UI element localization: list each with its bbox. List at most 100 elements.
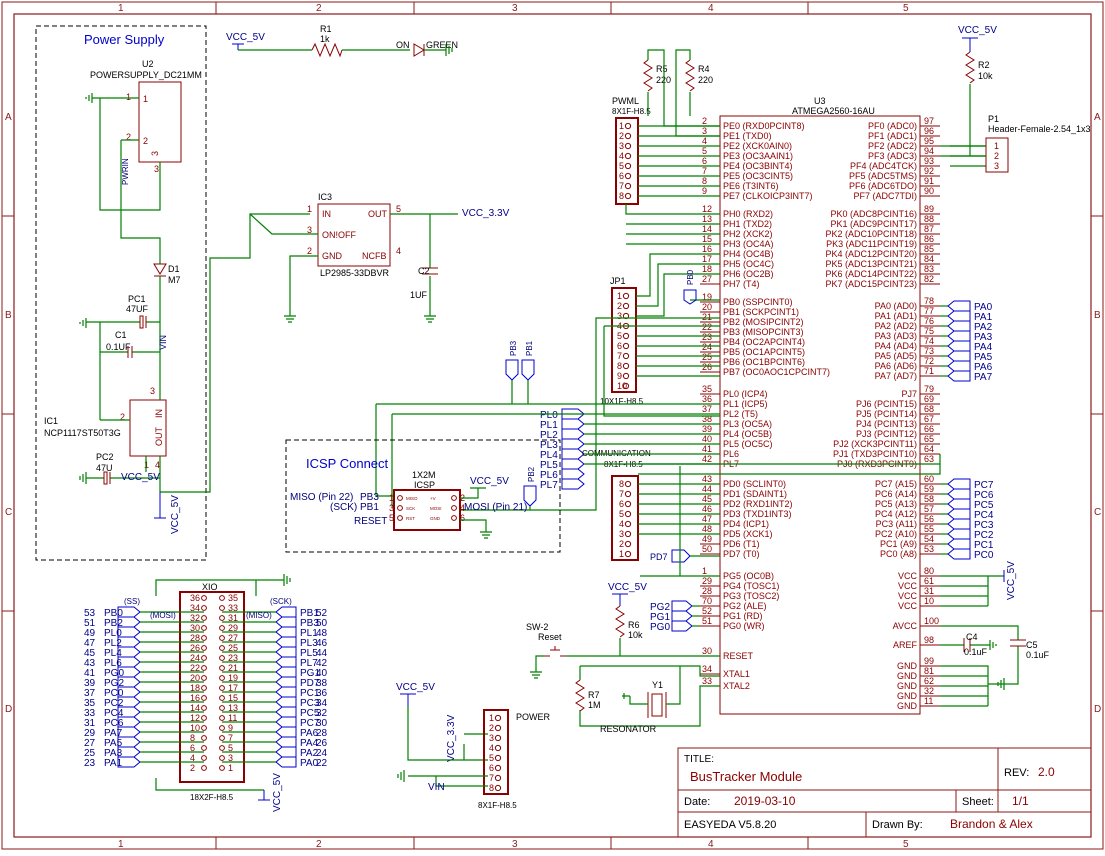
xio-pad-right <box>219 605 225 611</box>
xio-right-num: 38 <box>316 678 328 689</box>
xio-right-sig: PB3 <box>300 618 319 629</box>
u3-left-pin-name: PL4 (OC5B) <box>723 429 772 439</box>
xio-right-flag <box>275 676 297 688</box>
jp1-pin-num: 10 <box>617 381 627 391</box>
xio-right-num: 52 <box>316 608 328 619</box>
u3-right-pin-name: PC0 (A8) <box>880 549 917 559</box>
u3-right-pin-name: PK6 (ADC14PCINT22) <box>825 269 917 279</box>
u3-left-pin-num: 21 <box>702 312 712 322</box>
u3-right-pin-num: 94 <box>924 146 934 156</box>
c1-val: 0.1UF <box>106 342 131 352</box>
led-green-label: GREEN <box>426 40 458 50</box>
xio-pad-left <box>201 605 207 611</box>
pwrhdr-pin-num: 4 <box>489 743 494 753</box>
pl-flag-shape <box>561 458 585 470</box>
xio-right-num: 36 <box>316 688 328 699</box>
u3-left-pin-name: PE6 (T3INT6) <box>723 181 779 191</box>
comm-pin-pad <box>624 500 632 508</box>
xio-right-num: 28 <box>316 728 328 739</box>
u3-right-pin-name: PA2 (AD2) <box>875 321 917 331</box>
xio-left-flag <box>117 636 141 648</box>
u3-right-pin-num: 31 <box>924 586 934 596</box>
u3-right-pin-num: 86 <box>924 234 934 244</box>
pa-flag-shape <box>947 350 971 362</box>
xio-pin-left: 18 <box>190 683 200 693</box>
u3-right-pin-num: 68 <box>924 404 934 414</box>
u3-wires <box>584 125 986 577</box>
pl-flag-label: PL0 <box>540 410 558 421</box>
u3-left-pin-name: PH6 (OC2B) <box>723 269 774 279</box>
u3-right-pin-num: 32 <box>924 686 934 696</box>
ic3-pin2: 2 <box>307 246 312 256</box>
comm-pin-pad <box>624 550 632 558</box>
grid-col-3: 3 <box>512 3 518 14</box>
xio-right-num: 44 <box>316 648 328 659</box>
u3-right-pin-name: PK4 (ADC12PCINT20) <box>825 249 917 259</box>
xio-pin-right: 5 <box>228 743 233 753</box>
u3-right-pin-name: PF5 (ADC5TMS) <box>849 171 917 181</box>
pl-flag-label: PL7 <box>540 480 558 491</box>
r5-ref: R5 <box>656 64 668 74</box>
comm-pin-num: 5 <box>619 509 624 519</box>
ic3-pin4: 4 <box>396 246 401 256</box>
u3-right-pin-num: 87 <box>924 224 934 234</box>
comm-pin-pad <box>624 520 632 528</box>
xio-right-num: 34 <box>316 698 328 709</box>
comm-pin-pad <box>624 530 632 538</box>
pwrhdr-pin-pad <box>494 744 502 752</box>
icsp-pb1: PB1 <box>360 502 379 513</box>
xio-pin-left: 36 <box>190 593 200 603</box>
pa-flag-shape <box>947 310 971 322</box>
xio-right-num: 42 <box>316 658 328 669</box>
ic3-pin1: 1 <box>307 204 312 214</box>
u3-right-pin-num: 10 <box>924 596 934 606</box>
ic1-body <box>129 399 167 457</box>
u3-right-pin-num: 99 <box>924 656 934 666</box>
jp1-pin-num: 7 <box>617 351 622 361</box>
xio-left-num: 37 <box>84 688 96 699</box>
u3-left-pin-name: PG0 (WR) <box>723 621 765 631</box>
xio-left-sig: PC2 <box>104 698 124 709</box>
jp1-pin-pad <box>622 292 630 300</box>
xio-right-sig: PG1 <box>300 668 320 679</box>
p1-val: Header-Female-2.54_1x3 <box>988 124 1091 134</box>
u3-right-pin-name: PJ3 (PCINT12) <box>856 429 917 439</box>
xio-pad-left <box>201 715 207 721</box>
pwrhdr-pin-pad <box>494 724 502 732</box>
u3-right-pin-name: PA6 (AD6) <box>875 361 917 371</box>
pwrhdr-pin-pad <box>494 764 502 772</box>
u3-left-pin-num: 5 <box>702 146 707 156</box>
u3-right-pin-num: 89 <box>924 204 934 214</box>
u3-left-pin-name: PL6 <box>723 449 739 459</box>
comm-pin-pad <box>624 540 632 548</box>
pc-flag-shape <box>947 488 971 500</box>
pa-flag-shape <box>947 330 971 342</box>
rev-value: 2.0 <box>1038 765 1055 779</box>
xio-pad-right <box>219 625 225 631</box>
u3-right-pin-num: 81 <box>924 666 934 676</box>
u3-left-pin-num: 38 <box>702 414 712 424</box>
u3-right-pin-num: 71 <box>924 366 934 376</box>
xio-pin-right: 25 <box>228 643 238 653</box>
u3-right-pin-name: GND <box>897 701 918 711</box>
xio-left-sig: PC4 <box>104 708 124 719</box>
pwrhdr-vin: VIN <box>428 782 445 793</box>
r7-ref: R7 <box>588 690 600 700</box>
grid-row-c-right: C <box>1094 507 1101 518</box>
xio-pad-left <box>201 665 207 671</box>
xio-right-num: 30 <box>316 718 328 729</box>
pwml-pin-pad <box>624 152 632 160</box>
u3-left-pin-name: PB7 (OC0AOC1CPCINT7) <box>723 367 830 377</box>
p1-pin2: 2 <box>994 151 999 161</box>
c5-val: 0.1uF <box>1026 650 1050 660</box>
xio-left-sig: PB0 <box>104 608 123 619</box>
comm-pin-num: 6 <box>619 499 624 509</box>
vcc5-net-led: VCC_5V <box>226 32 265 43</box>
xio-left-flag <box>117 606 141 618</box>
u3-right-pin-num: 67 <box>924 414 934 424</box>
u3-right-pin-num: 91 <box>924 176 934 186</box>
xio-pad-right <box>219 695 225 701</box>
